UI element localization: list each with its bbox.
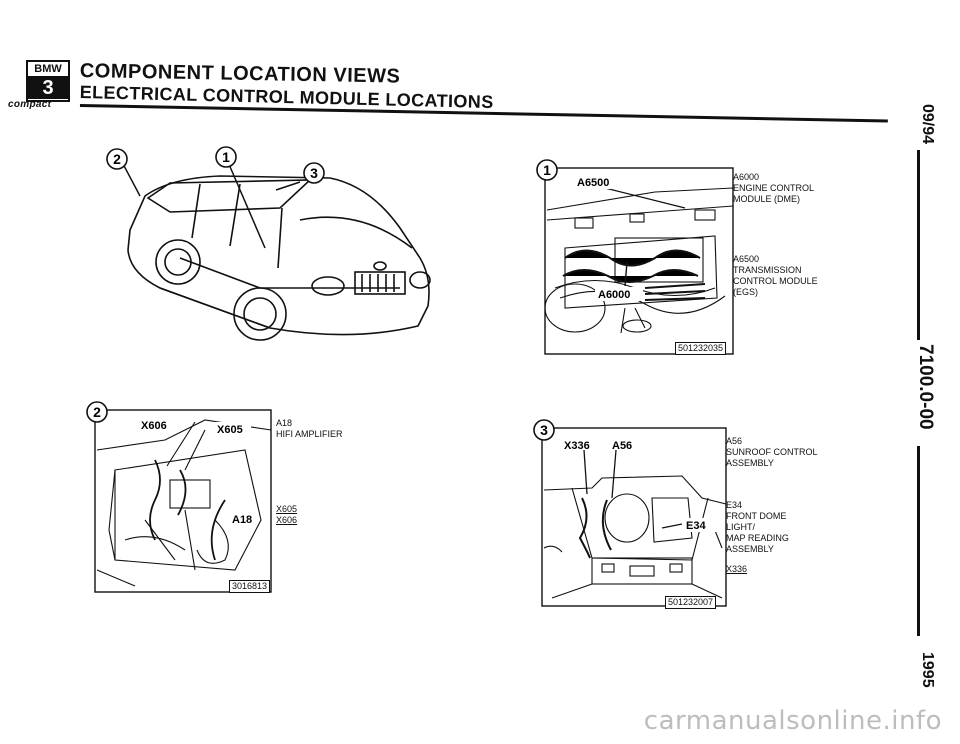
- overview-marker-3: 3: [310, 165, 318, 181]
- callout-line: (EGS): [733, 287, 759, 297]
- logo-brand: BMW: [28, 62, 68, 78]
- detail-2-connectors: X605 X606: [276, 504, 297, 526]
- detail-2-label-x605: X605: [217, 424, 243, 436]
- callout-line: ASSEMBLY: [726, 458, 774, 468]
- overview-marker-1: 1: [222, 149, 230, 165]
- callout-line: SUNROOF CONTROL: [726, 447, 818, 457]
- side-year: 1995: [919, 652, 936, 688]
- car-overview-illustration: [121, 161, 431, 341]
- detail-3-illustration: 3 X336 A56 E34: [533, 419, 727, 607]
- callout-id: E34: [726, 500, 743, 510]
- detail-2-illustration: 2 X606 X605 A18: [86, 401, 272, 593]
- detail-2-figure-number: 3016813: [229, 580, 271, 593]
- detail-2-label-a18: A18: [232, 514, 252, 526]
- side-rule-bottom: [917, 446, 920, 636]
- callout-id: A6000: [733, 172, 760, 182]
- detail-1-callout-a6000: A6000 ENGINE CONTROL MODULE (DME): [733, 172, 814, 205]
- detail-1-marker: 1: [543, 162, 551, 178]
- detail-1-figure-number: 501232035: [675, 342, 727, 355]
- detail-1-label-a6500: A6500: [577, 177, 609, 189]
- detail-3-label-x336: X336: [564, 440, 590, 452]
- connector-x605: X605: [276, 504, 298, 514]
- detail-2-marker: 2: [93, 404, 101, 420]
- detail-2-label-x606: X606: [141, 420, 167, 432]
- callout-id: A56: [726, 436, 743, 446]
- side-section: 7100.0-00: [915, 344, 936, 430]
- overview-marker-2: 2: [113, 151, 121, 167]
- detail-1-illustration: 1 A6500 A6000: [536, 159, 734, 355]
- detail-3-figure-number: 501232007: [665, 596, 717, 609]
- watermark: carmanualsonline.info: [643, 706, 942, 736]
- detail-3-label-e34: E34: [686, 520, 706, 532]
- callout-line: MAP READING: [726, 533, 789, 543]
- detail-1-callout-a6500: A6500 TRANSMISSION CONTROL MODULE (EGS): [733, 254, 818, 298]
- side-rule-top: [917, 150, 920, 340]
- callout-line: ENGINE CONTROL: [733, 183, 815, 193]
- detail-3-callout-e34: E34 FRONT DOME LIGHT/ MAP READING ASSEMB…: [726, 500, 789, 555]
- bmw-3-logo: BMW 3 compact: [6, 58, 76, 110]
- callout-id: A6500: [733, 254, 760, 264]
- detail-3-connectors: X336: [726, 564, 747, 575]
- detail-1-label-a6000: A6000: [598, 289, 630, 301]
- callout-line: HIFI AMPLIFIER: [276, 429, 343, 439]
- side-date: 09/94: [919, 104, 936, 145]
- detail-2-callout-a18: A18 HIFI AMPLIFIER: [276, 418, 343, 440]
- callout-line: MODULE (DME): [733, 194, 800, 204]
- overview-markers: 2 1 3: [106, 146, 325, 184]
- logo-box: BMW 3: [26, 60, 70, 102]
- logo-model: compact: [8, 99, 52, 110]
- detail-3-callout-a56: A56 SUNROOF CONTROL ASSEMBLY: [726, 436, 818, 469]
- callout-line: LIGHT/: [726, 522, 756, 532]
- callout-line: CONTROL MODULE: [733, 276, 818, 286]
- callout-line: FRONT DOME: [726, 511, 787, 521]
- detail-3-label-a56: A56: [612, 440, 632, 452]
- callout-line: TRANSMISSION: [733, 265, 802, 275]
- detail-3-marker: 3: [540, 422, 548, 438]
- callout-line: ASSEMBLY: [726, 544, 774, 554]
- connector-x336: X336: [726, 564, 748, 574]
- connector-x606: X606: [276, 515, 298, 525]
- logo-series: 3: [28, 77, 68, 99]
- callout-id: A18: [276, 418, 293, 428]
